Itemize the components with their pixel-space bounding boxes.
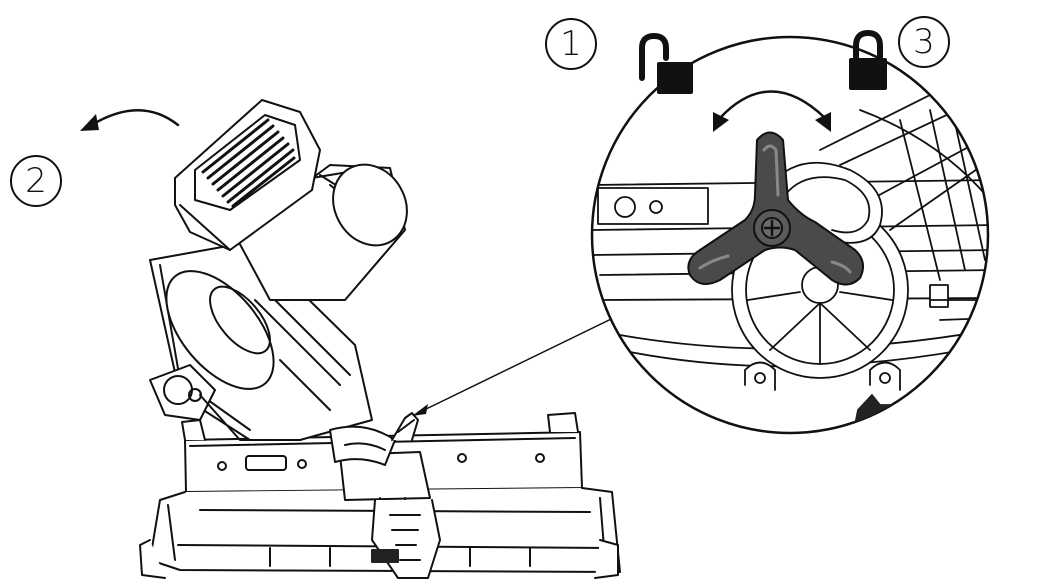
step-1-number: 1 xyxy=(560,24,582,64)
saw-head xyxy=(149,99,419,466)
rotate-knob-arrow-icon xyxy=(713,90,831,132)
miter-saw-illustration xyxy=(139,99,621,579)
detail-zoom-circle xyxy=(590,35,990,435)
saw-base xyxy=(139,412,621,579)
curved-arrow-left-icon xyxy=(80,109,180,131)
step-2-number: 2 xyxy=(25,161,47,201)
lock-icon xyxy=(849,30,887,90)
unlock-icon xyxy=(639,33,693,94)
step-3-number: 3 xyxy=(913,22,935,62)
bevel-lock-knob xyxy=(687,131,865,286)
step-1-badge: 1 xyxy=(545,18,597,70)
step-3-badge: 3 xyxy=(898,16,950,68)
step-2-badge: 2 xyxy=(10,155,62,207)
